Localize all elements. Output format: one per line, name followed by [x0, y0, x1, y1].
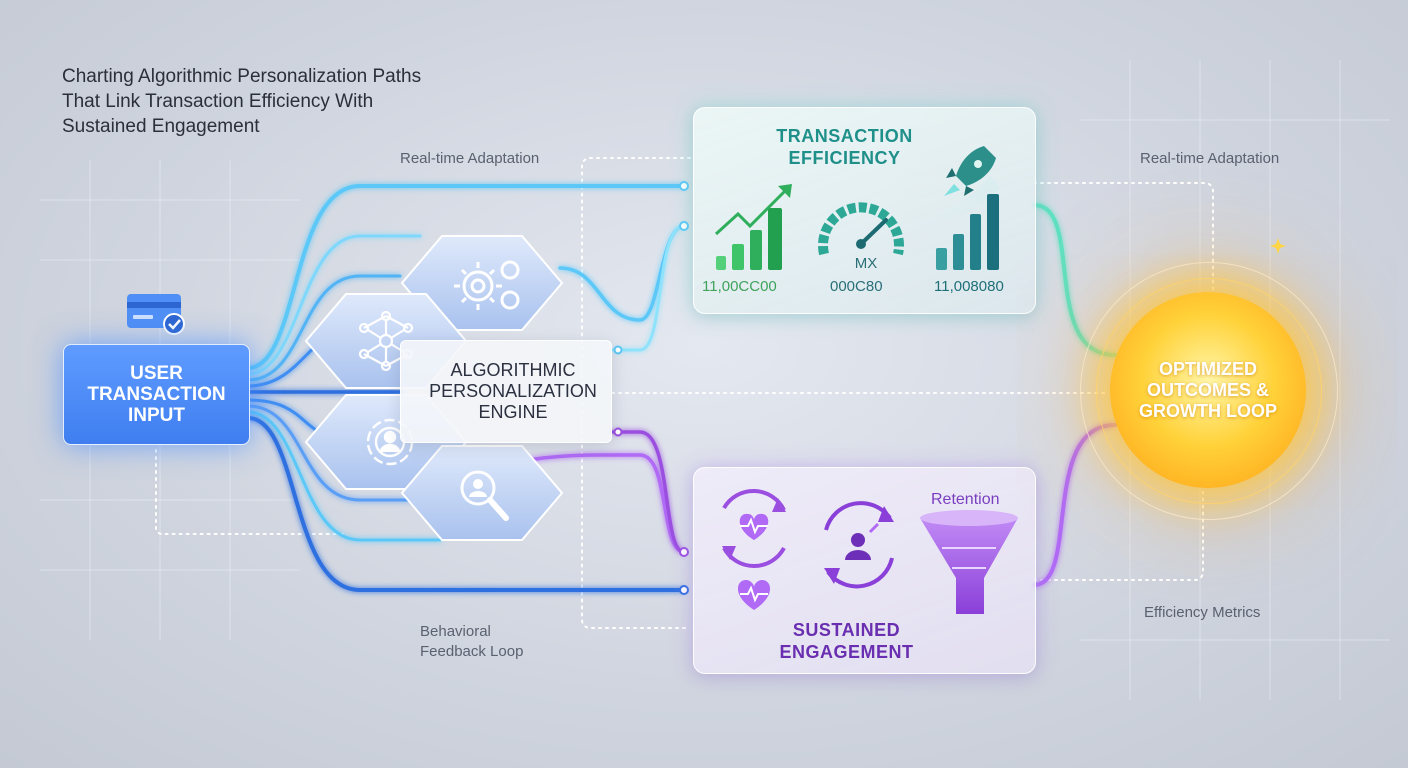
- transaction-icons: [714, 146, 999, 270]
- speedometer-icon: [818, 202, 904, 256]
- engagement-panel-title: SUSTAINED ENGAGEMENT: [676, 619, 1017, 663]
- page-title: Charting Algorithmic Personalization Pat…: [62, 64, 522, 139]
- title-line-3: Sustained Engagement: [62, 116, 260, 137]
- transaction-panel-title: TRANSACTION EFFICIENCY: [674, 125, 1015, 169]
- input-line-1: USER: [130, 363, 183, 384]
- gauge-label: MX: [854, 255, 878, 272]
- outcome-line-2: OUTCOMES &: [1146, 379, 1269, 400]
- label-realtime-right: Real-time Adaptation: [1140, 150, 1280, 167]
- sparkle-icon: [1270, 238, 1286, 254]
- label-behavioral-feedback: Behavioral Feedback Loop: [420, 622, 523, 662]
- optimized-outcomes-node: OPTIMIZED OUTCOMES & GROWTH LOOP: [1110, 292, 1306, 488]
- gears-icon: [454, 260, 520, 310]
- dotted-connectors: [155, 157, 1214, 629]
- user-transaction-input-node: USER TRANSACTION INPUT: [63, 344, 250, 445]
- hexagon-gears: [400, 235, 564, 331]
- engagement-title-line-1: SUSTAINED: [792, 620, 901, 640]
- input-line-3: INPUT: [128, 405, 185, 426]
- title-line-1: Charting Algorithmic Personalization Pat…: [62, 66, 422, 87]
- blue-flow-lines: [246, 184, 686, 592]
- engagement-title-line-2: ENGAGEMENT: [779, 642, 914, 662]
- trend-up-chart-icon: [714, 184, 792, 270]
- title-line-2: That Link Transaction Efficiency With: [62, 91, 374, 112]
- label-efficiency-metrics: Efficiency Metrics: [1144, 604, 1261, 621]
- sustained-engagement-panel: Retention SUSTAINED ENGAGEMENT: [693, 467, 1036, 674]
- user-cycle-icon: [824, 501, 894, 589]
- engagement-icons: [722, 488, 1018, 614]
- hexagon-search-user: [400, 445, 564, 541]
- transaction-title-line-1: TRANSACTION: [776, 126, 913, 146]
- heart-cycle-icon: [722, 488, 786, 568]
- search-user-icon: [460, 470, 509, 521]
- metric-value-1: 11,00CC00: [702, 278, 777, 295]
- label-behavioral-line-1: Behavioral: [420, 623, 491, 640]
- engine-line-1: ALGORITHMIC: [450, 360, 576, 380]
- label-behavioral-line-2: Feedback Loop: [420, 643, 524, 660]
- outcome-inner-ring: [1096, 278, 1322, 504]
- metric-value-3: 11,008080: [934, 278, 1004, 295]
- funnel-icon: [920, 510, 1018, 614]
- retention-label: Retention: [931, 491, 1000, 508]
- outcome-line-3: GROWTH LOOP: [1139, 400, 1277, 421]
- engine-line-3: ENGINE: [478, 402, 548, 422]
- input-line-2: TRANSACTION: [87, 384, 226, 405]
- engine-line-2: PERSONALIZATION: [429, 381, 597, 401]
- bar-chart-icon: [936, 194, 999, 270]
- outcome-line-1: OPTIMIZED: [1159, 358, 1257, 379]
- personalization-engine-node: ALGORITHMIC PERSONALIZATION ENGINE: [400, 340, 612, 443]
- heart-pulse-icon: [737, 580, 771, 610]
- rocket-icon: [944, 146, 996, 196]
- outcome-outer-ring: [1080, 262, 1338, 520]
- transaction-efficiency-panel: TRANSACTION EFFICIENCY MX: [693, 107, 1036, 314]
- label-realtime-left: Real-time Adaptation: [400, 150, 540, 167]
- credit-card-check-icon: [127, 294, 185, 335]
- network-icon: [358, 310, 414, 372]
- transaction-title-line-2: EFFICIENCY: [788, 148, 901, 168]
- metric-value-2: 000C80: [830, 278, 883, 295]
